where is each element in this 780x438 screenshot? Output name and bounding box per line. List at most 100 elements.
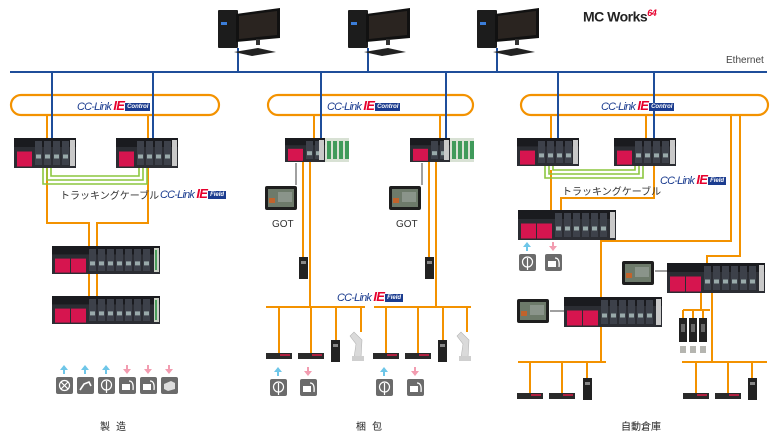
ethernet-label: Ethernet	[726, 55, 764, 66]
plc-cpu-icon	[285, 138, 325, 162]
input-arrow-icon	[274, 367, 282, 376]
input-arrow-icon	[523, 242, 531, 251]
gauge-icon	[519, 254, 536, 271]
servo-amplifier-icon	[689, 318, 697, 353]
hmi-cables	[295, 163, 668, 312]
inverter-drive-icon	[438, 340, 447, 362]
machine-tool-icon	[545, 254, 562, 271]
label-ie: IE	[196, 186, 208, 201]
cclink-control-ring-3	[519, 93, 770, 117]
label-ie: IE	[373, 289, 385, 304]
plc-station-icon	[564, 297, 662, 327]
cclink-wiring	[46, 115, 767, 393]
remote-io-unit-icon	[715, 393, 741, 399]
valve-icon	[56, 377, 73, 394]
remote-io-unit-icon	[549, 393, 575, 399]
label-ie: IE	[696, 172, 708, 187]
machine-tool-icon	[140, 377, 157, 394]
cclink-control-rings	[9, 93, 770, 117]
output-arrow-icon	[165, 365, 173, 374]
remote-io-unit-icon	[405, 353, 431, 359]
label-kind: Control	[375, 103, 401, 112]
plc-cpu-icon	[410, 138, 450, 162]
cclink-control-ring-2	[266, 93, 475, 117]
plc-cpu-redundant-icon	[614, 138, 676, 166]
got-hmi-icon	[389, 186, 421, 210]
label-prefix: CC-Link	[77, 101, 112, 113]
label-ie: IE	[113, 98, 125, 113]
input-arrow-icon	[60, 365, 68, 374]
machine-tool-icon	[300, 379, 317, 396]
got-label: GOT	[396, 219, 418, 230]
pc-workstation-icon	[218, 8, 280, 56]
area-name-manufacturing: 製造	[100, 422, 132, 433]
label-kind: Field	[385, 294, 404, 303]
label-kind: Field	[208, 191, 227, 200]
label-ie: IE	[363, 98, 375, 113]
output-arrow-icon	[123, 365, 131, 374]
gauge-icon	[376, 379, 393, 396]
area-name-packaging: 梱包	[356, 422, 388, 433]
plc-cpu-redundant-icon	[116, 138, 178, 168]
label-prefix: CC-Link	[327, 101, 362, 113]
remote-io-unit-icon	[266, 353, 292, 359]
plc-cpu-redundant-icon	[14, 138, 76, 168]
plc-remote-io-icon	[52, 246, 160, 274]
output-arrow-icon	[304, 367, 312, 376]
label-kind: Field	[708, 177, 727, 186]
servo-amplifier-icon	[679, 318, 687, 353]
label-prefix: CC-Link	[160, 189, 195, 201]
label-ie: IE	[637, 98, 649, 113]
remote-io-unit-icon	[683, 393, 709, 399]
input-arrow-icon	[380, 367, 388, 376]
plc-station-icon	[518, 210, 616, 240]
input-arrow-icon	[81, 365, 89, 374]
inverter-drive-icon	[748, 378, 757, 400]
tracking-cable-label: トラッキングケーブル	[562, 187, 662, 198]
label-prefix: CC-Link	[601, 101, 636, 113]
plc-cpu-redundant-icon	[517, 138, 579, 166]
inverter-drive-icon	[331, 340, 340, 362]
inverter-drive-icon	[583, 378, 592, 400]
mc-works-logo: MC Works64	[583, 8, 657, 25]
area-name-warehouse: 自動倉庫	[621, 422, 661, 433]
pc-workstation-icon	[348, 8, 410, 56]
pc-workstation-icon	[477, 8, 539, 56]
plc-station-icon	[667, 263, 765, 293]
conveyor-icon	[161, 377, 178, 394]
output-arrow-icon	[411, 367, 419, 376]
cclink-control-ring-1	[9, 93, 221, 117]
got-hmi-icon	[622, 261, 654, 285]
label-kind: Control	[649, 103, 675, 112]
brand-name: MC Works	[583, 8, 648, 25]
label-kind: Control	[125, 103, 151, 112]
brand-suffix: 64	[647, 8, 657, 18]
input-arrow-icon	[102, 365, 110, 374]
remote-io-unit-icon	[373, 353, 399, 359]
remote-io-unit-icon	[517, 393, 543, 399]
output-arrow-icon	[144, 365, 152, 374]
got-label: GOT	[272, 219, 294, 230]
robot-arm-icon	[349, 331, 364, 361]
servo-amplifier-icon	[699, 318, 707, 353]
machine-tool-icon	[407, 379, 424, 396]
got-hmi-icon	[517, 299, 549, 323]
tracking-cable-label: トラッキングケーブル	[60, 191, 160, 202]
remote-io-unit-icon	[298, 353, 324, 359]
io-base-module-icon	[325, 138, 349, 162]
label-prefix: CC-Link	[660, 175, 695, 187]
io-base-module-icon	[450, 138, 474, 162]
got-hmi-icon	[265, 186, 297, 210]
machine-tool-icon	[119, 377, 136, 394]
io-module-icon	[425, 257, 434, 279]
robot-arm-icon	[456, 331, 471, 361]
